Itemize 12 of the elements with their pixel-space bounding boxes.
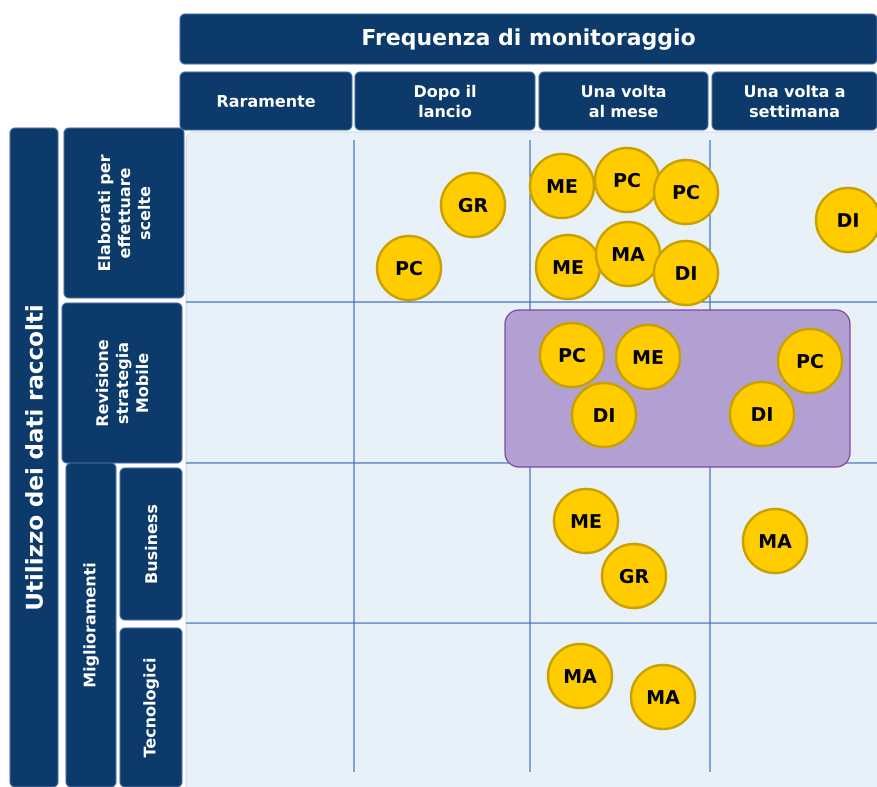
row-header: Tecnologici: [120, 628, 182, 787]
column-header: Una volta al mese: [538, 72, 708, 130]
header-box: Frequenza di monitoraggio: [180, 14, 877, 64]
row-header: Elaborati per effettuare scelte: [64, 128, 184, 298]
column-header: Una volta a settimana: [712, 72, 877, 130]
row-header: Miglioramenti: [66, 462, 116, 787]
column-header: Dopo il lancio: [354, 72, 536, 130]
column-header: Raramente: [180, 72, 352, 130]
row-header: Revisione strategia Mobile: [62, 302, 182, 464]
header-box: Utilizzo dei dati raccolti: [10, 128, 58, 787]
row-header: Business: [120, 468, 182, 620]
node-label: Miglioramenti: [83, 564, 99, 686]
